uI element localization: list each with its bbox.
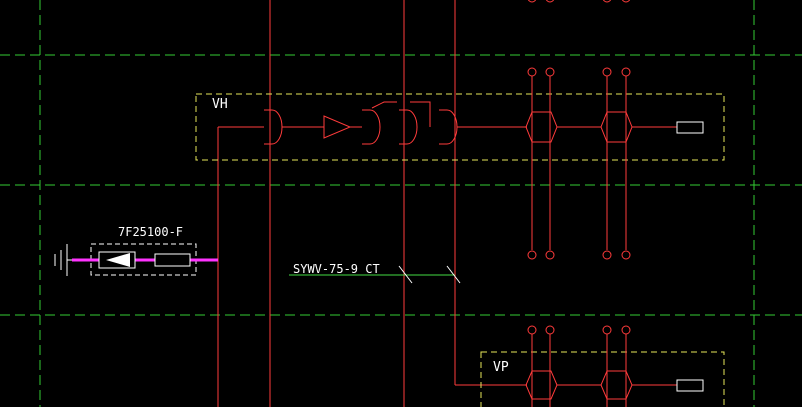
cable-tick [398,265,413,284]
outlet-circle[interactable] [527,0,537,3]
outlet-circle[interactable] [545,67,555,77]
splitter-icon[interactable] [439,109,458,145]
outlet-circle[interactable] [602,325,612,335]
outlet-circle[interactable] [545,0,555,3]
tap-icon[interactable] [525,111,558,143]
outlet-circle[interactable] [545,250,555,260]
outlet-circle[interactable] [621,67,631,77]
outlet-circle[interactable] [621,325,631,335]
outlet-circle[interactable] [621,0,631,3]
outlet-circle[interactable] [545,325,555,335]
splitter-link [410,101,431,127]
splitter-icon[interactable] [264,109,283,145]
vh-label: VH [212,97,228,112]
terminal-resistor-icon[interactable] [676,379,704,392]
outlet-circle[interactable] [527,325,537,335]
antenna-ground-icon [54,244,68,276]
vh-frame [195,93,725,161]
amplifier-direction-icon [106,253,130,267]
cable-label: SYWV-75-9 CT [293,262,380,276]
cable-callout[interactable]: SYWV-75-9 CT [289,262,461,284]
cable-tick [446,265,461,284]
outlet-circle[interactable] [527,250,537,260]
amplifier-filter[interactable] [154,253,191,267]
outlet-circle[interactable] [602,250,612,260]
amplifier-assembly[interactable]: 7F25100-F [54,225,218,276]
tap-icon[interactable] [600,111,633,143]
vp-label: VP [493,360,509,375]
splitter-icon[interactable] [399,109,418,145]
top-outlets [527,0,631,3]
outlet-circle[interactable] [527,67,537,77]
outlet-circle[interactable] [602,67,612,77]
vp-frame [480,351,725,407]
amplifier-model-label: 7F25100-F [118,225,183,239]
amplifier-triangle-icon[interactable] [323,115,352,139]
splitter-link [371,101,397,109]
vp-group[interactable]: VP [480,325,725,407]
outlet-circle[interactable] [602,0,612,3]
tap-icon[interactable] [600,370,633,400]
splitter-icon[interactable] [362,109,381,145]
vh-group[interactable]: VH [195,67,725,260]
trunk-lines [217,0,527,407]
tap-icon[interactable] [525,370,558,400]
outlet-circle[interactable] [621,250,631,260]
terminal-resistor-icon[interactable] [676,121,704,134]
